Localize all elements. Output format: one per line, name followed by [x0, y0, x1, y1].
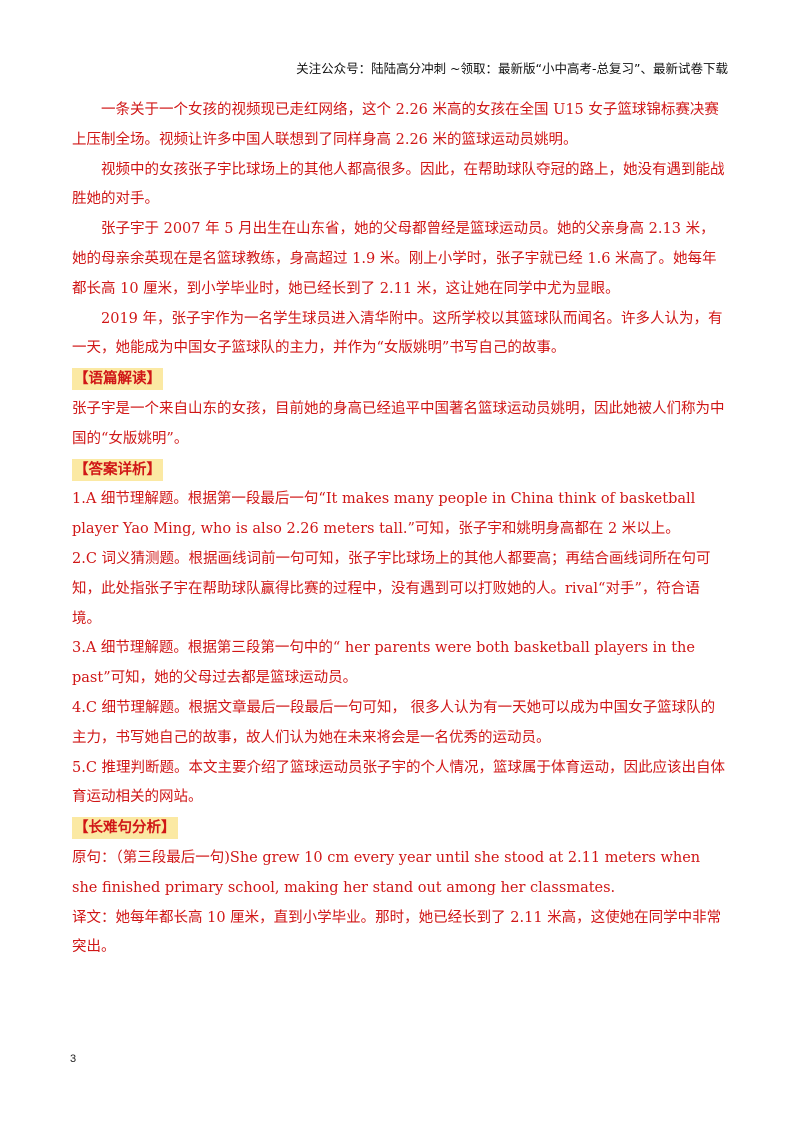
passage-paragraph-2: 视频中的女孩张子宇比球场上的其他人都高很多。因此，在帮助球队夺冠的路上，她没有遇…: [72, 161, 725, 208]
analysis-translation: 译文：她每年都长高 10 厘米，直到小学毕业。那时，她已经长到了 2.11 米高…: [72, 909, 722, 956]
analysis-section-label: 【长难句分析】: [72, 817, 178, 840]
answer-item-4: 4.C 细节理解题。根据文章最后一段最后一句可知， 很多人认为有一天她可以成为中…: [72, 699, 716, 746]
reading-section-label: 【语篇解读】: [72, 368, 163, 391]
passage-paragraph-4: 2019 年，张子宇作为一名学生球员进入清华附中。这所学校以其篮球队而闻名。许多…: [72, 310, 723, 357]
answer-item-3: 3.A 细节理解题。根据第三段第一句中的“ her parents were b…: [72, 640, 695, 687]
passage-paragraph-3: 张子宇于 2007 年 5 月出生在山东省，她的父母都曾经是篮球运动员。她的父亲…: [72, 221, 717, 297]
analysis-original-sentence: 原句：（第三段最后一句)She grew 10 cm every year un…: [72, 849, 701, 896]
page-header: 关注公众号：陆陆高分冲刺 ~领取：最新版“小中高考-总复习”、最新试卷下载: [296, 61, 728, 76]
answer-item-2: 2.C 词义猜测题。根据画线词前一句可知，张子宇比球场上的其他人都要高；再结合画…: [72, 550, 711, 627]
reading-text: 张子宇是一个来自山东的女孩，目前她的身高已经追平中国著名篮球运动员姚明，因此她被…: [72, 400, 725, 447]
answer-item-1: 1.A 细节理解题。根据第一段最后一句“It makes many people…: [72, 491, 696, 538]
answer-item-5: 5.C 推理判断题。本文主要介绍了篮球运动员张子宇的个人情况，篮球属于体育运动，…: [72, 759, 726, 806]
passage-paragraph-1: 一条关于一个女孩的视频现已走红网络，这个 2.26 米高的女孩在全国 U15 女…: [72, 102, 719, 148]
document-body: 一条关于一个女孩的视频现已走红网络，这个 2.26 米高的女孩在全国 U15 女…: [72, 96, 728, 963]
page-number: 3: [70, 1053, 77, 1065]
answers-section-label: 【答案详析】: [72, 458, 163, 481]
